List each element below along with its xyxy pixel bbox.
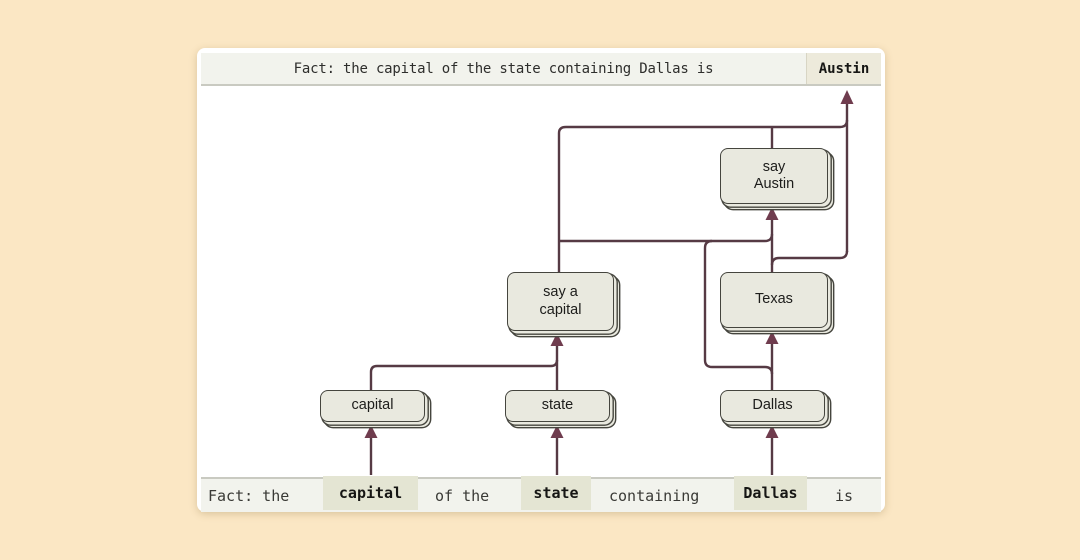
arrowhead-into-sayacapital — [550, 333, 564, 346]
edge-sayacapital-sayaustin — [559, 233, 774, 243]
token-containing: containing — [609, 486, 700, 505]
node-dallas[interactable]: Dallas — [720, 390, 825, 422]
node-label: state — [541, 397, 574, 414]
arrowhead-into-dallas — [765, 425, 779, 438]
node-label: say Austin — [753, 158, 795, 192]
arrowhead-into-texas — [765, 331, 779, 344]
prompt-bar: Fact: the capital of the state containin… — [201, 53, 881, 86]
token-of-the: of the — [435, 486, 490, 505]
token-chip-state[interactable]: state — [521, 476, 591, 510]
attribution-graph-card: Fact: the capital of the state containin… — [197, 48, 885, 512]
arrowhead-into-output — [840, 90, 854, 104]
arrowhead-into-capital — [364, 425, 378, 438]
completion-chip[interactable]: Austin — [806, 53, 881, 84]
node-label: Texas — [755, 291, 793, 308]
token-chip-capital[interactable]: capital — [323, 476, 418, 510]
edge-capital-merge — [369, 359, 559, 390]
arrowhead-into-sayaustin — [765, 207, 779, 220]
node-state[interactable]: state — [505, 390, 610, 422]
arrowhead-into-state — [550, 425, 564, 438]
token-is: is — [835, 486, 854, 505]
node-texas[interactable]: Texas — [720, 272, 828, 328]
node-label: Dallas — [752, 397, 793, 414]
edge-arrowheads — [364, 90, 854, 438]
node-label: say a capital — [539, 284, 582, 318]
edge-texas-output — [770, 250, 849, 266]
token-bar: Fact: the capital of the state containin… — [201, 476, 881, 512]
node-say-a-capital[interactable]: say a capital — [507, 272, 614, 331]
node-label: capital — [351, 397, 394, 414]
token-fact-the: Fact: the — [208, 486, 290, 505]
node-capital[interactable]: capital — [320, 390, 425, 422]
token-chip-dallas[interactable]: Dallas — [734, 476, 807, 510]
prompt-text: Fact: the capital of the state containin… — [293, 60, 714, 77]
node-say-austin[interactable]: say Austin — [720, 148, 828, 204]
